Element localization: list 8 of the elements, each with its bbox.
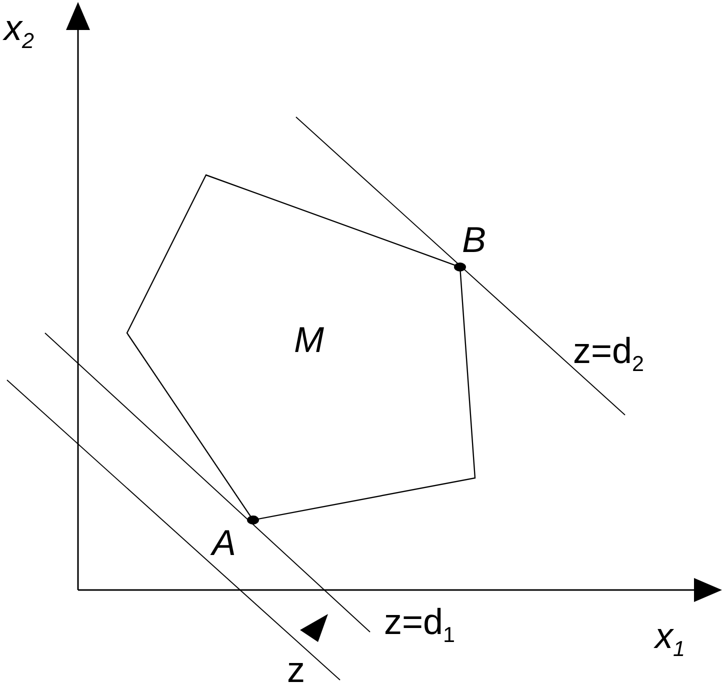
region-label: M: [294, 322, 324, 358]
line-label: z=d$_{1}$: [384, 604, 456, 646]
point-label: B: [462, 222, 486, 258]
direction-label: z: [287, 652, 305, 688]
line-label: z=d$_{2}$: [573, 333, 644, 375]
axis-label: x$_{2}$: [4, 10, 34, 52]
axis-label: x$_{1}$: [655, 618, 686, 660]
point-label: A: [212, 525, 236, 561]
